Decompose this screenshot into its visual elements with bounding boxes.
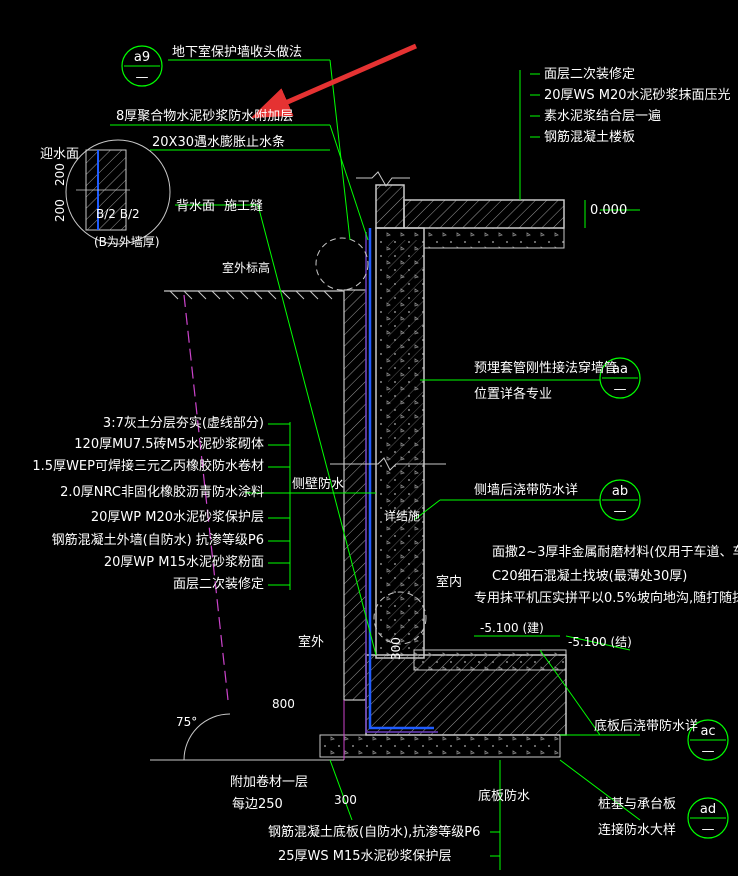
label-outdoor: 室外	[298, 634, 324, 650]
text-labels: 地下室保护墙收头做法 面层二次装修定 20厚WS M20水泥砂浆抹面压光 素水泥…	[32, 44, 738, 864]
waterproof-membrane	[368, 228, 434, 730]
label-side-waterproof: 侧壁防水	[292, 476, 344, 492]
detail-circle-a9	[315, 237, 369, 291]
bubble-ac-id: ac	[700, 724, 715, 739]
label-angle: 75°	[176, 715, 197, 729]
label-elev-0: 0.000	[590, 203, 627, 218]
ground-hatch	[169, 290, 333, 300]
label-top-layer-3: 钢筋混凝土楼板	[544, 129, 635, 145]
label-dim-200b: 200	[53, 163, 67, 186]
bubble-ad[interactable]: ad —	[687, 797, 729, 839]
label-pile-1: 桩基与承台板	[598, 797, 676, 812]
label-b-marks: B/2 B/2	[96, 207, 140, 221]
label-top-layer-1: 20厚WS M20水泥砂浆抹面压光	[544, 88, 731, 103]
bubble-aa[interactable]: aa —	[599, 357, 641, 399]
floor-topping	[413, 649, 567, 671]
label-indoor: 室内	[436, 574, 462, 590]
label-waterstop: 20X30遇水膨胀止水条	[152, 134, 285, 150]
bubble-a9-sheet: —	[136, 70, 149, 85]
label-dim-800: 800	[272, 697, 295, 711]
wall-top	[375, 184, 405, 229]
bubble-ad-sheet: —	[702, 822, 715, 837]
leader-lines	[110, 59, 641, 870]
detail-circle-corner	[373, 591, 427, 645]
slab-underside	[423, 227, 565, 249]
label-construction-joint: 施工缝	[224, 199, 263, 214]
bubble-ac-sheet: —	[702, 744, 715, 759]
label-sleeve-1: 预埋套管刚性接法穿墙管	[474, 360, 617, 376]
bubble-ab-sheet: —	[614, 504, 627, 519]
label-b-note: (B为外墙厚)	[94, 235, 160, 249]
bubble-ab[interactable]: ab —	[599, 479, 641, 521]
label-base-waterproof: 底板防水	[478, 788, 530, 804]
bubble-ac[interactable]: ac —	[687, 719, 729, 761]
label-dim-200a: 200	[53, 199, 67, 222]
label-back-face: 背水面	[176, 199, 215, 214]
label-floor-note-1: C20细石混凝土找坡(最薄处30厚)	[492, 568, 687, 584]
bubble-aa-id: aa	[612, 362, 628, 377]
label-wall-layer-6: 20厚WP M15水泥砂浆粉面	[104, 555, 264, 570]
label-wall-layer-4: 20厚WP M20水泥砂浆保护层	[91, 510, 264, 525]
angle-arc	[183, 713, 231, 761]
inset-detail	[65, 139, 171, 245]
label-a9-title: 地下室保护墙收头做法	[172, 44, 302, 60]
label-outdoor-grade: 室外标高	[222, 260, 270, 275]
excavation-slope	[183, 294, 229, 701]
label-wall-layer-0: 3:7灰土分层夯实(虚线部分)	[103, 416, 264, 431]
label-elev-5100-struct: -5.100 (结)	[568, 635, 632, 649]
label-wall-layer-3: 2.0厚NRC非固化橡胶沥青防水涂料	[60, 484, 264, 500]
label-wall-layer-5: 钢筋混凝土外墙(自防水) 抗渗等级P6	[52, 532, 264, 548]
inset-circle	[65, 139, 171, 245]
bubble-a9-id: a9	[134, 50, 150, 65]
label-extra-layer-2: 每边250	[232, 796, 283, 812]
bubble-aa-sheet: —	[614, 382, 627, 397]
annotation-arrow	[250, 43, 417, 118]
label-dim-300-v: 300	[389, 637, 403, 660]
wall-hatch	[388, 240, 424, 650]
label-wall-layer-7: 面层二次装修定	[173, 576, 264, 592]
label-floor-note-2: 专用抹平机压实拼平以0.5%坡向地沟,随打随抹光。	[474, 590, 738, 606]
label-detail-arrow: 详结施	[384, 508, 420, 523]
break-line-top	[356, 171, 410, 187]
wall-layer-ticks	[268, 73, 540, 857]
bubble-a9[interactable]: a9 —	[121, 45, 163, 87]
bubble-ab-id: ab	[612, 484, 628, 499]
label-side-strip: 侧墙后浇带防水详	[474, 482, 578, 498]
label-water-face: 迎水面	[40, 147, 79, 162]
label-pile-2: 连接防水大样	[598, 822, 676, 838]
label-dim-300-h: 300	[334, 793, 357, 807]
label-extra-layer-1: 附加卷材一层	[230, 774, 308, 790]
label-wall-layer-2: 1.5厚WEP可焊接三元乙丙橡胶防水卷材	[32, 458, 264, 474]
label-top-layer-2: 素水泥浆结合层一遍	[544, 108, 661, 124]
label-bottom-layer-1: 25厚WS M15水泥砂浆保护层	[278, 849, 452, 864]
label-floor-note-0: 面撒2~3厚非金属耐磨材料(仅用于车道、车位部分)	[492, 544, 738, 560]
structure	[150, 171, 567, 761]
label-wall-layer-1: 120厚MU7.5砖M5水泥砂浆砌体	[74, 437, 264, 452]
bubble-ad-id: ad	[700, 802, 716, 817]
membrane-outline	[365, 232, 438, 733]
brick-wall	[343, 289, 367, 701]
break-line-mid	[330, 457, 446, 471]
label-base-strip: 底板后浇带防水详	[594, 718, 698, 734]
label-pvc-layer: 8厚聚合物水泥砂浆防水附加层	[116, 108, 293, 124]
label-sleeve-2: 位置详各专业	[474, 386, 552, 402]
top-slab	[403, 199, 565, 229]
blinding-layer	[319, 734, 561, 758]
label-bottom-layer-0: 钢筋混凝土底板(自防水),抗渗等级P6	[268, 824, 480, 840]
label-elev-5100-build: -5.100 (建)	[480, 621, 544, 635]
label-top-layer-0: 面层二次装修定	[544, 66, 635, 82]
